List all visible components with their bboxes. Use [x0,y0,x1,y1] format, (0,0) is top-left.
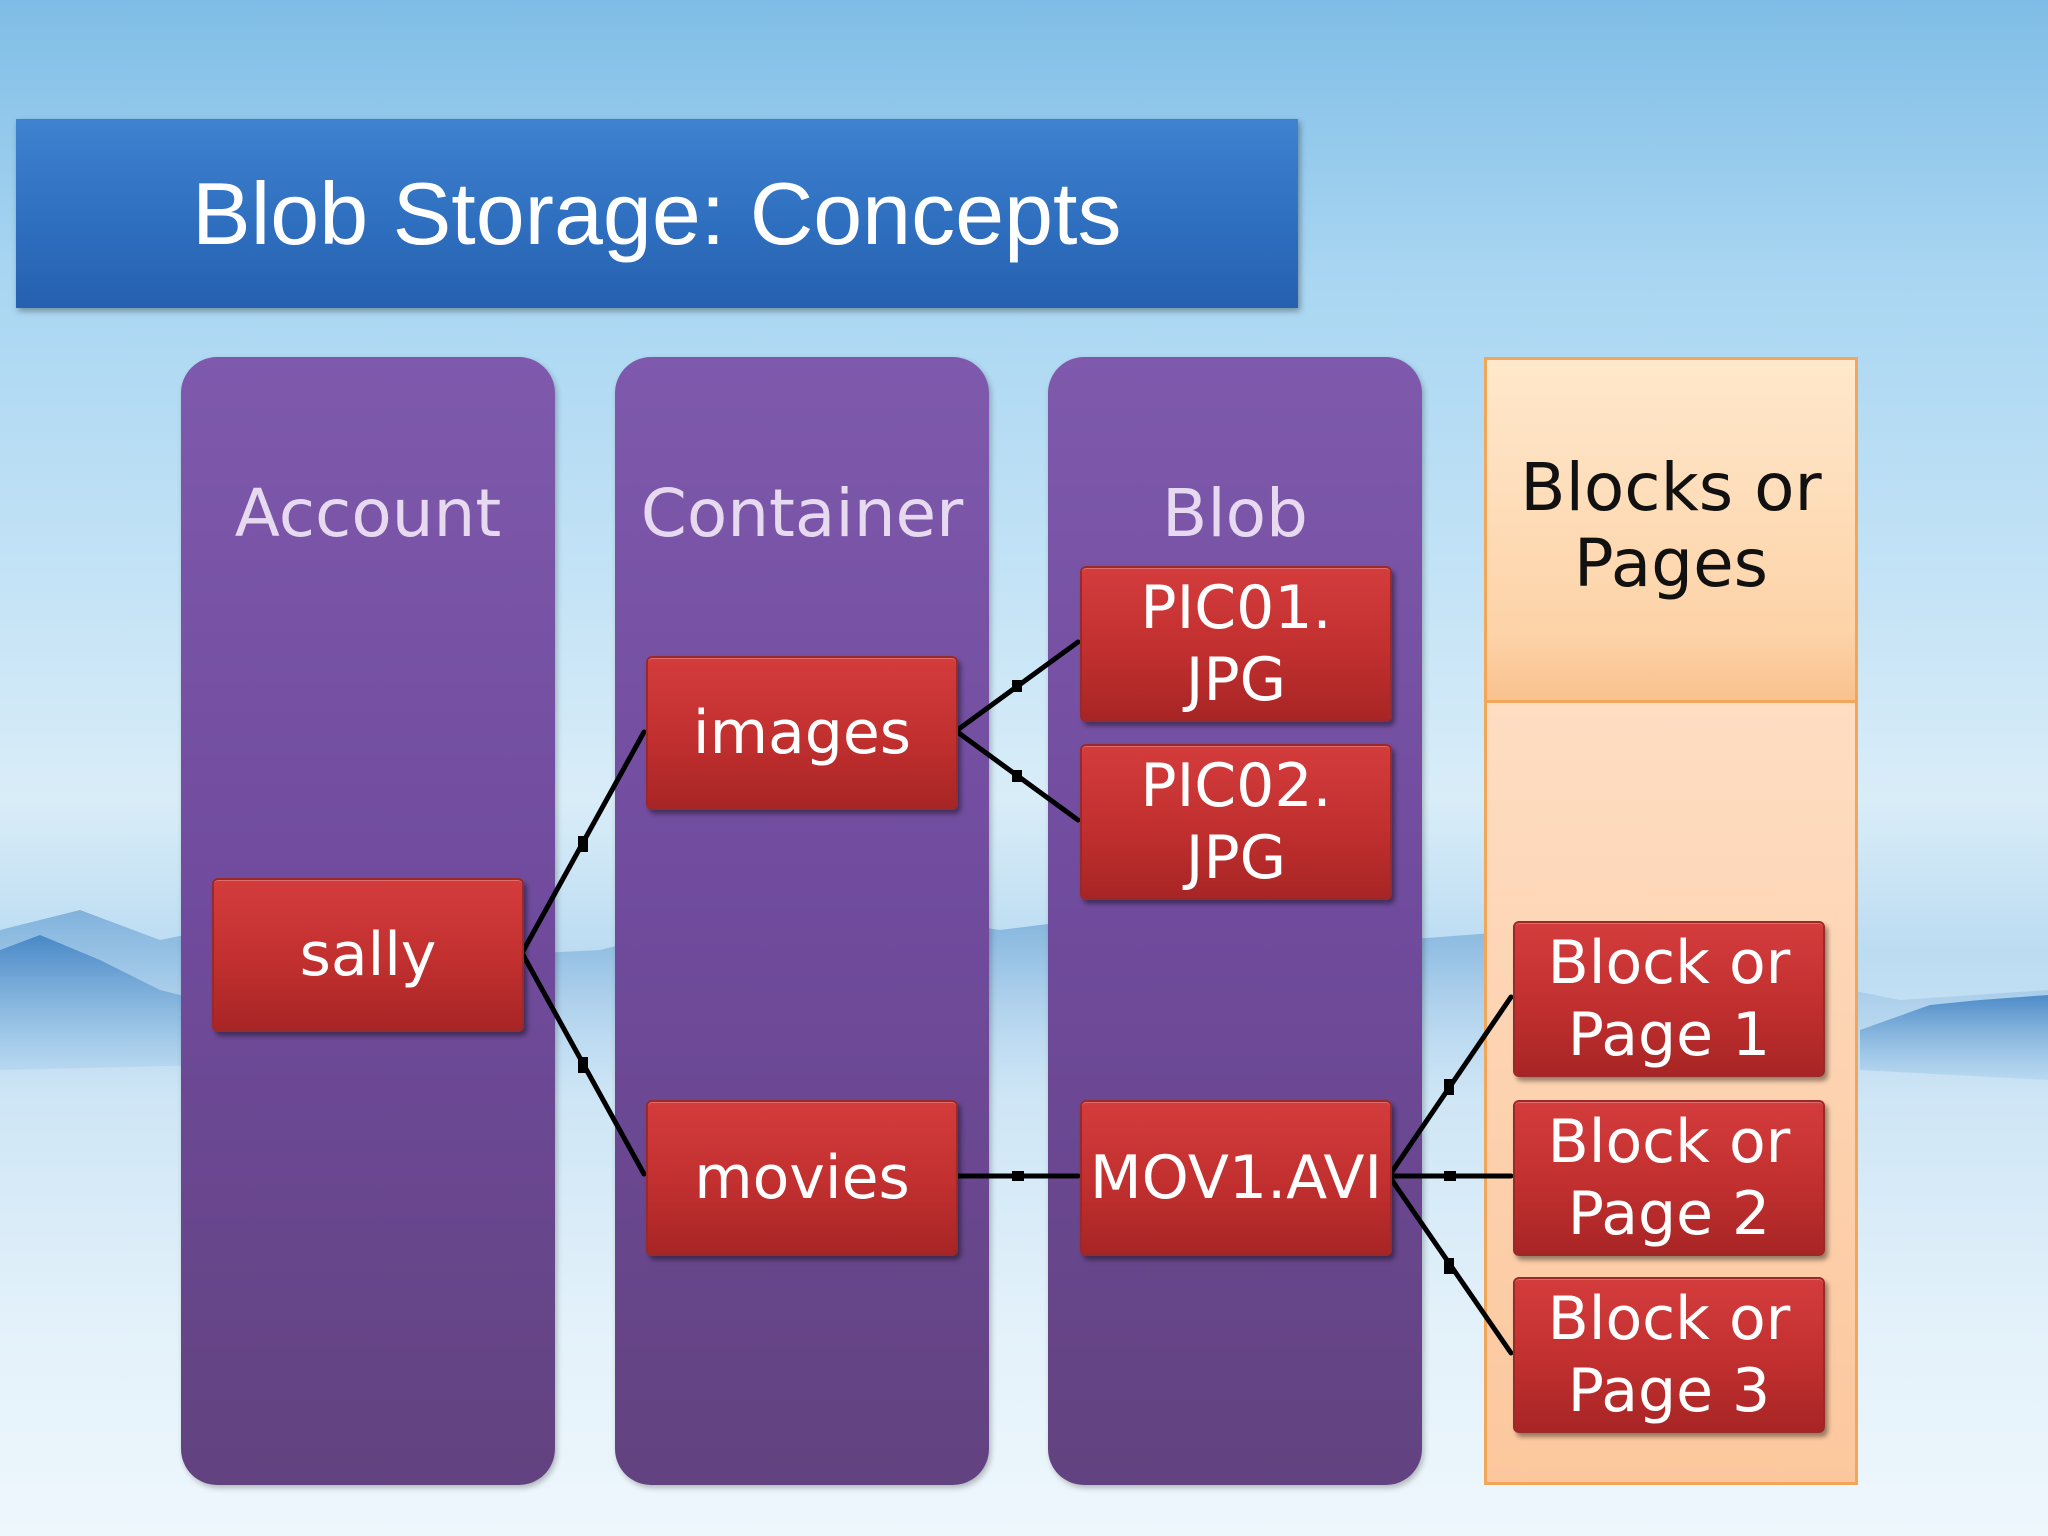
title-banner: Blob Storage: Concepts [16,119,1298,308]
container-column: Container [615,357,989,1485]
page-node-3[interactable]: Block or Page 3 [1513,1277,1825,1433]
blob-node-mov1[interactable]: MOV1.AVI [1080,1100,1392,1256]
container-column-label: Container [640,475,964,552]
blob-column: Blob [1048,357,1422,1485]
container-node-movies[interactable]: movies [646,1100,958,1256]
page-node-1[interactable]: Block or Page 1 [1513,921,1825,1077]
blocks-or-pages-header: Blocks or Pages [1487,360,1855,703]
blocks-or-pages-label: Blocks or Pages [1520,449,1822,602]
blob-column-label: Blob [1162,475,1308,552]
page-node-2[interactable]: Block or Page 2 [1513,1100,1825,1256]
blob-node-pic02[interactable]: PIC02. JPG [1080,744,1392,900]
blob-node-pic01[interactable]: PIC01. JPG [1080,566,1392,722]
container-node-images[interactable]: images [646,656,958,810]
account-node-sally[interactable]: sally [212,878,524,1032]
account-column-label: Account [234,475,502,552]
slide-title: Blob Storage: Concepts [192,164,1122,263]
mountain-range-right [1860,995,2048,1080]
